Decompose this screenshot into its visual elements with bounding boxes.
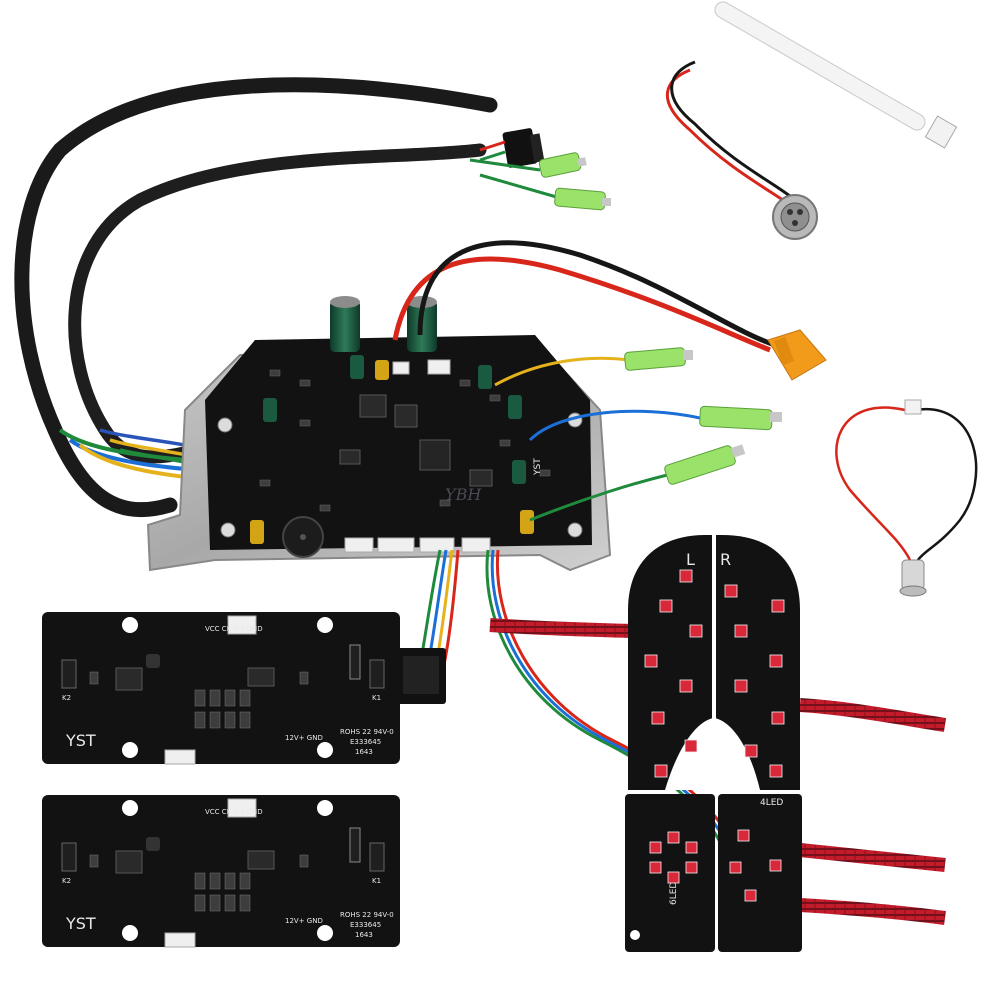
sensor-board-1-date: 1643 — [355, 748, 373, 756]
sensor-board-2-header: VCC CK DO GND — [205, 808, 263, 816]
watermark: YBH — [445, 485, 482, 504]
led-board-left-label: L — [686, 550, 695, 569]
sensor-board-2-cert: E333645 — [350, 921, 381, 929]
led-board-right-label: R — [720, 550, 731, 569]
led-board-6led-label: 6LED — [669, 882, 679, 905]
main-controller-board: YST YBH — [146, 296, 612, 572]
sensor-board-1-k1: K1 — [372, 694, 381, 702]
sensor-board-1-logo: YST — [65, 731, 96, 750]
sensor-board-1-power: 12V+ GND — [285, 734, 323, 742]
sensor-board-2: VCC CK DO GND K2 K1 YST ROHS 22 94V-0 E3… — [42, 795, 400, 948]
sensor-cable — [396, 549, 460, 704]
led-light-tube — [666, 1, 958, 207]
power-cable — [392, 240, 776, 353]
sensor-board-2-date: 1643 — [355, 931, 373, 939]
led-board-4led-label: 4LED — [760, 798, 783, 808]
main-board-brand: YST — [533, 458, 543, 476]
sensor-board-1-cert: E333645 — [350, 738, 381, 746]
aviation-connector — [772, 194, 818, 240]
sensor-board-2-k2: K2 — [62, 877, 71, 885]
phase-wire-green — [529, 444, 746, 522]
sensor-board-1-header: VCC CK DO GND — [205, 625, 263, 633]
spade-terminal-2 — [479, 173, 611, 211]
hall-connector — [479, 128, 545, 168]
sensor-board-2-logo: YST — [65, 914, 96, 933]
sensor-board-2-rohs: ROHS 22 94V-0 — [340, 911, 394, 919]
sensor-board-1: VCC CK DO GND K2 K1 YST ROHS 22 94V-0 E3… — [42, 612, 400, 765]
indicator-led-wire — [835, 399, 978, 561]
indicator-led-bezel — [899, 559, 927, 597]
phase-wire-yellow — [494, 347, 693, 387]
led-board-top-left: L — [628, 535, 712, 790]
led-array-bottom — [649, 829, 782, 902]
phase-wire-blue — [528, 405, 782, 442]
sensor-board-1-rohs: ROHS 22 94V-0 — [340, 728, 394, 736]
xt60-connector — [767, 329, 827, 381]
led-array-top — [644, 569, 785, 778]
led-board-top-right: R — [716, 535, 800, 790]
sensor-board-2-power: 12V+ GND — [285, 917, 323, 925]
sensor-board-1-k2: K2 — [62, 694, 71, 702]
spade-terminal-1 — [469, 152, 587, 178]
sensor-board-2-k1: K1 — [372, 877, 381, 885]
